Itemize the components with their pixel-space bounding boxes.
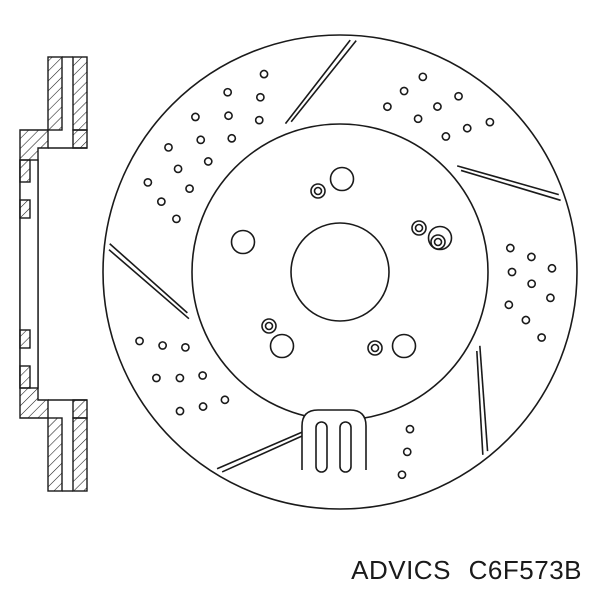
disc-outer-edge [102, 34, 578, 510]
lug-hole [269, 333, 295, 359]
slot-line [476, 350, 484, 455]
part-number: C6F573B [468, 555, 582, 585]
locating-hole [310, 183, 326, 199]
product-caption: ADVICS C6F573B [351, 555, 582, 586]
brand-name: ADVICS [351, 555, 451, 585]
drilled-hole [537, 333, 547, 342]
drilled-hole [527, 279, 537, 289]
drilled-hole [223, 87, 233, 97]
slot-line [109, 243, 188, 314]
locating-hole [411, 220, 427, 236]
lug-holes [230, 166, 453, 359]
locating-hole-inner [433, 237, 443, 247]
drilled-hole [547, 263, 557, 273]
drilled-hole [143, 178, 153, 187]
locating-hole [367, 340, 383, 356]
section-pad-top-left [47, 56, 63, 131]
section-hub [19, 159, 39, 389]
locating-hole [261, 318, 277, 334]
drilled-hole [158, 341, 168, 350]
drilled-hole [254, 115, 264, 125]
drilled-hole [462, 123, 472, 133]
drilled-holes [135, 69, 557, 480]
drilled-hole [383, 102, 392, 112]
section-pad-top-right [72, 56, 88, 131]
drilled-hole [441, 132, 451, 141]
drilled-hole [198, 371, 208, 380]
drilled-hole [402, 447, 412, 457]
drilled-hole [220, 395, 230, 405]
slot-line [460, 169, 561, 202]
slot-line [284, 39, 351, 125]
drilled-hole [175, 406, 185, 416]
drilled-hole [504, 300, 514, 310]
drilled-hole [172, 214, 181, 224]
drilled-hole [505, 243, 515, 253]
locating-hole-inner [370, 343, 380, 353]
slot-line [479, 345, 489, 452]
drilled-hole [454, 91, 463, 101]
slot-line [290, 40, 357, 123]
drilled-hole [399, 86, 409, 96]
drilled-hole [135, 336, 144, 346]
drilled-hole [546, 293, 555, 303]
drilled-hole [227, 133, 237, 143]
drilled-hole [224, 111, 233, 121]
drilled-hole [259, 69, 269, 79]
drilled-hole [521, 315, 531, 325]
drilled-hole [191, 112, 200, 122]
lug-hole [391, 333, 417, 359]
drilled-hole [433, 102, 442, 111]
drilled-hole [156, 197, 166, 207]
drilled-hole [164, 142, 173, 152]
drilled-hole [255, 92, 265, 102]
drilled-hole [185, 184, 194, 194]
drilled-hole [527, 252, 536, 262]
drilled-hole [485, 117, 495, 127]
section-pad-bottom-right [72, 417, 88, 492]
slot-line [456, 165, 560, 196]
slot-line [108, 249, 190, 320]
lug-hole [329, 166, 355, 192]
drilled-hole [152, 373, 161, 383]
drilled-hole [175, 373, 185, 383]
locating-hole [430, 234, 446, 250]
locating-hole-inner [264, 321, 274, 331]
wear-indicator-tab [301, 409, 367, 470]
section-pad-bottom-left [47, 417, 63, 492]
drilled-hole [413, 114, 423, 124]
drilled-hole [397, 470, 407, 480]
center-bore [290, 222, 390, 322]
disc-cross-section [19, 56, 88, 492]
drilled-hole [203, 157, 213, 166]
drilled-hole [405, 424, 415, 434]
locating-hole-inner [414, 223, 424, 233]
locating-hole-inner [313, 186, 323, 196]
drilled-hole [418, 72, 428, 82]
drilled-hole [196, 135, 206, 145]
drilled-hole [181, 342, 190, 352]
lug-hole [230, 229, 256, 255]
disc-front-view [102, 34, 578, 510]
drilled-hole [198, 402, 208, 411]
drilled-hole [173, 164, 183, 174]
slot-line [216, 426, 313, 470]
cooling-slots [108, 39, 561, 473]
drilled-hole [507, 267, 517, 277]
